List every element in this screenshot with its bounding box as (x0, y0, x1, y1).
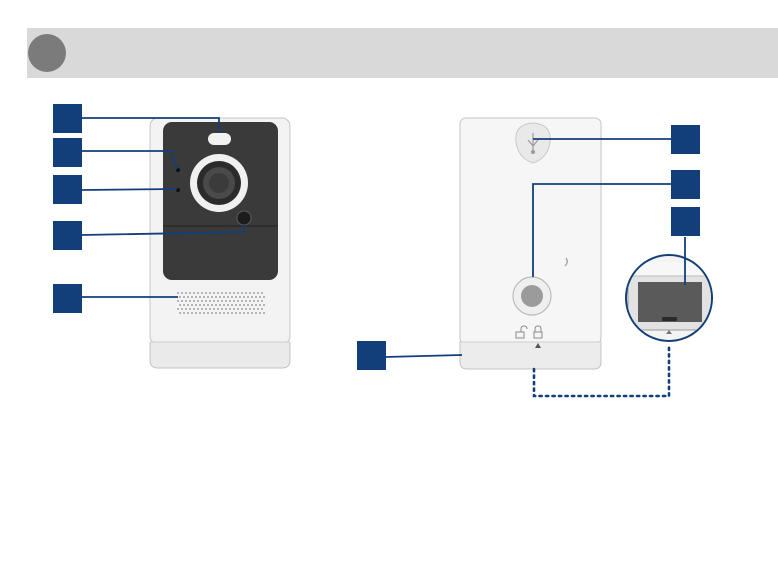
back-callout-1 (671, 125, 700, 154)
front-camera-view (82, 118, 290, 368)
back-camera-view (385, 118, 718, 396)
front-callout-2 (53, 138, 82, 167)
pir-sensor-icon (237, 211, 251, 225)
back-callout-2 (671, 170, 700, 199)
front-callout-4 (53, 221, 82, 250)
front-camera-base (150, 342, 290, 368)
front-callout-3 (53, 175, 82, 204)
front-callout-5 (53, 284, 82, 313)
camera-lens-icon (190, 154, 248, 212)
back-callout-4 (357, 341, 386, 370)
back-camera-base (460, 342, 601, 369)
reset-button-icon (513, 277, 551, 315)
charging-port-zoom (622, 255, 718, 341)
spotlight-icon (208, 133, 231, 145)
back-callout-3 (671, 207, 700, 236)
front-callout-1 (53, 104, 82, 133)
